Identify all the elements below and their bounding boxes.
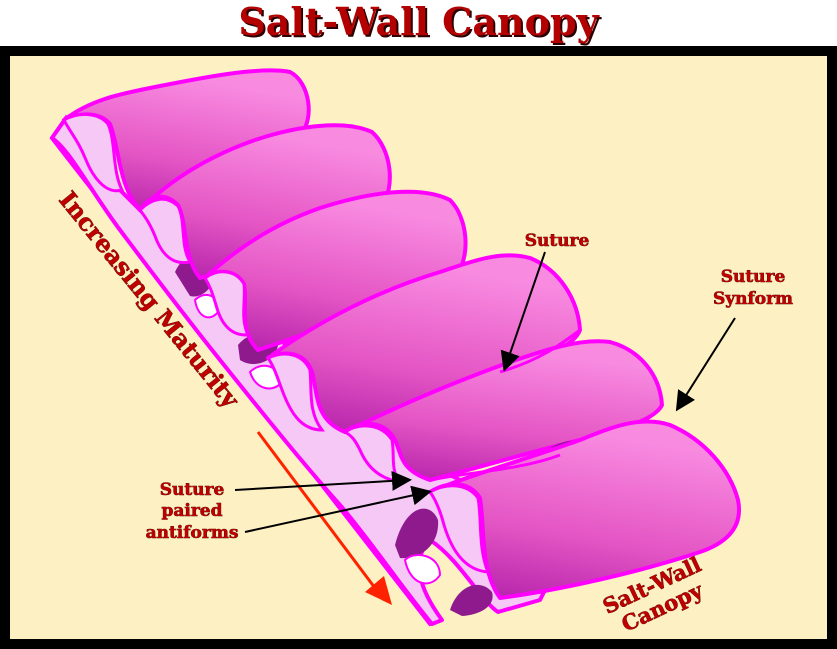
suture-pointer-arrow: [500, 251, 546, 372]
salt-wall-3: [203, 189, 468, 352]
antiform-pointer-arrow: [244, 485, 432, 533]
diagram-panel: Increasing Maturity Suture Suture Synfor…: [10, 56, 827, 639]
suture-synform-label-line1: Suture: [721, 267, 786, 287]
salt-wall-diagram: Increasing Maturity Suture Suture Synfor…: [49, 68, 793, 637]
salt-wall-6: [427, 419, 741, 600]
antiform-pointer-arrow: [234, 470, 412, 491]
maturity-arrow-head: [365, 576, 392, 605]
cavity-shadow: [395, 508, 439, 559]
suture-line: [429, 453, 561, 482]
maturity-arrow: [256, 431, 380, 593]
salt-wall-1: [62, 68, 311, 212]
suture-synform-label-line2: Synform: [713, 289, 793, 309]
paired-antiforms-label-line2: paired: [161, 501, 222, 521]
paired-antiforms-label-line3: antiforms: [146, 523, 239, 543]
suture-label: Suture: [525, 231, 590, 251]
diagram-frame: Increasing Maturity Suture Suture Synfor…: [0, 46, 837, 649]
synform-pointer-arrow: [675, 317, 736, 412]
cavity-white: [403, 554, 442, 585]
cavity-shadow: [450, 584, 493, 616]
page-title: Salt-Wall Canopy: [238, 0, 599, 44]
paired-antiforms-label-line1: Suture: [160, 480, 225, 500]
